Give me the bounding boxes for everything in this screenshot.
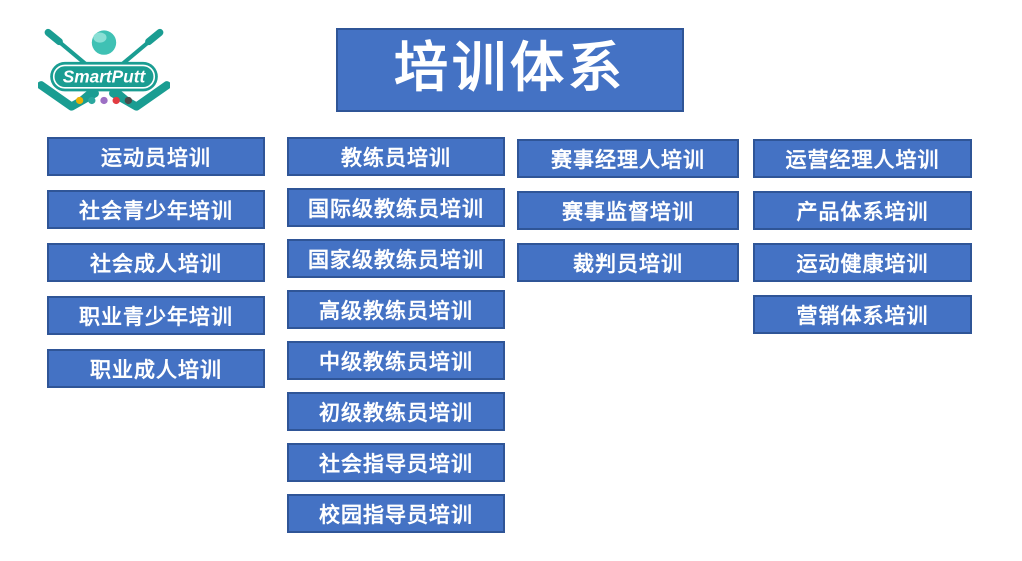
training-box: 社会青少年培训 bbox=[47, 190, 265, 229]
training-box: 国际级教练员培训 bbox=[287, 188, 505, 227]
smartputt-logo: SmartPutt bbox=[38, 28, 170, 111]
golf-ball-icon bbox=[91, 30, 117, 55]
logo-brand-text: SmartPutt bbox=[63, 67, 147, 87]
training-box: 运动员培训 bbox=[47, 137, 265, 176]
training-box: 职业青少年培训 bbox=[47, 296, 265, 335]
page-title: 培训体系 bbox=[394, 38, 626, 98]
training-box: 职业成人培训 bbox=[47, 349, 265, 388]
training-box: 营销体系培训 bbox=[753, 295, 972, 334]
training-box: 国家级教练员培训 bbox=[287, 239, 505, 278]
column-athlete-training: 运动员培训 社会青少年培训 社会成人培训 职业青少年培训 职业成人培训 bbox=[47, 137, 265, 388]
training-box: 运营经理人培训 bbox=[753, 139, 972, 178]
training-box: 社会指导员培训 bbox=[287, 443, 505, 482]
column-operation-training: 运营经理人培训 产品体系培训 运动健康培训 营销体系培训 bbox=[753, 139, 972, 334]
training-box: 赛事监督培训 bbox=[517, 191, 739, 230]
training-box: 赛事经理人培训 bbox=[517, 139, 739, 178]
training-box: 裁判员培训 bbox=[517, 243, 739, 282]
training-box: 运动健康培训 bbox=[753, 243, 972, 282]
logo-color-dots bbox=[75, 96, 133, 105]
training-box: 校园指导员培训 bbox=[287, 494, 505, 533]
column-coach-training: 教练员培训 国际级教练员培训 国家级教练员培训 高级教练员培训 中级教练员培训 … bbox=[287, 137, 505, 533]
training-box: 中级教练员培训 bbox=[287, 341, 505, 380]
training-box: 产品体系培训 bbox=[753, 191, 972, 230]
training-box: 教练员培训 bbox=[287, 137, 505, 176]
training-box: 社会成人培训 bbox=[47, 243, 265, 282]
title-box: 培训体系 bbox=[336, 28, 684, 112]
training-box: 高级教练员培训 bbox=[287, 290, 505, 329]
logo-wordmark: SmartPutt bbox=[50, 61, 158, 92]
column-event-training: 赛事经理人培训 赛事监督培训 裁判员培训 bbox=[517, 139, 739, 282]
training-box: 初级教练员培训 bbox=[287, 392, 505, 431]
